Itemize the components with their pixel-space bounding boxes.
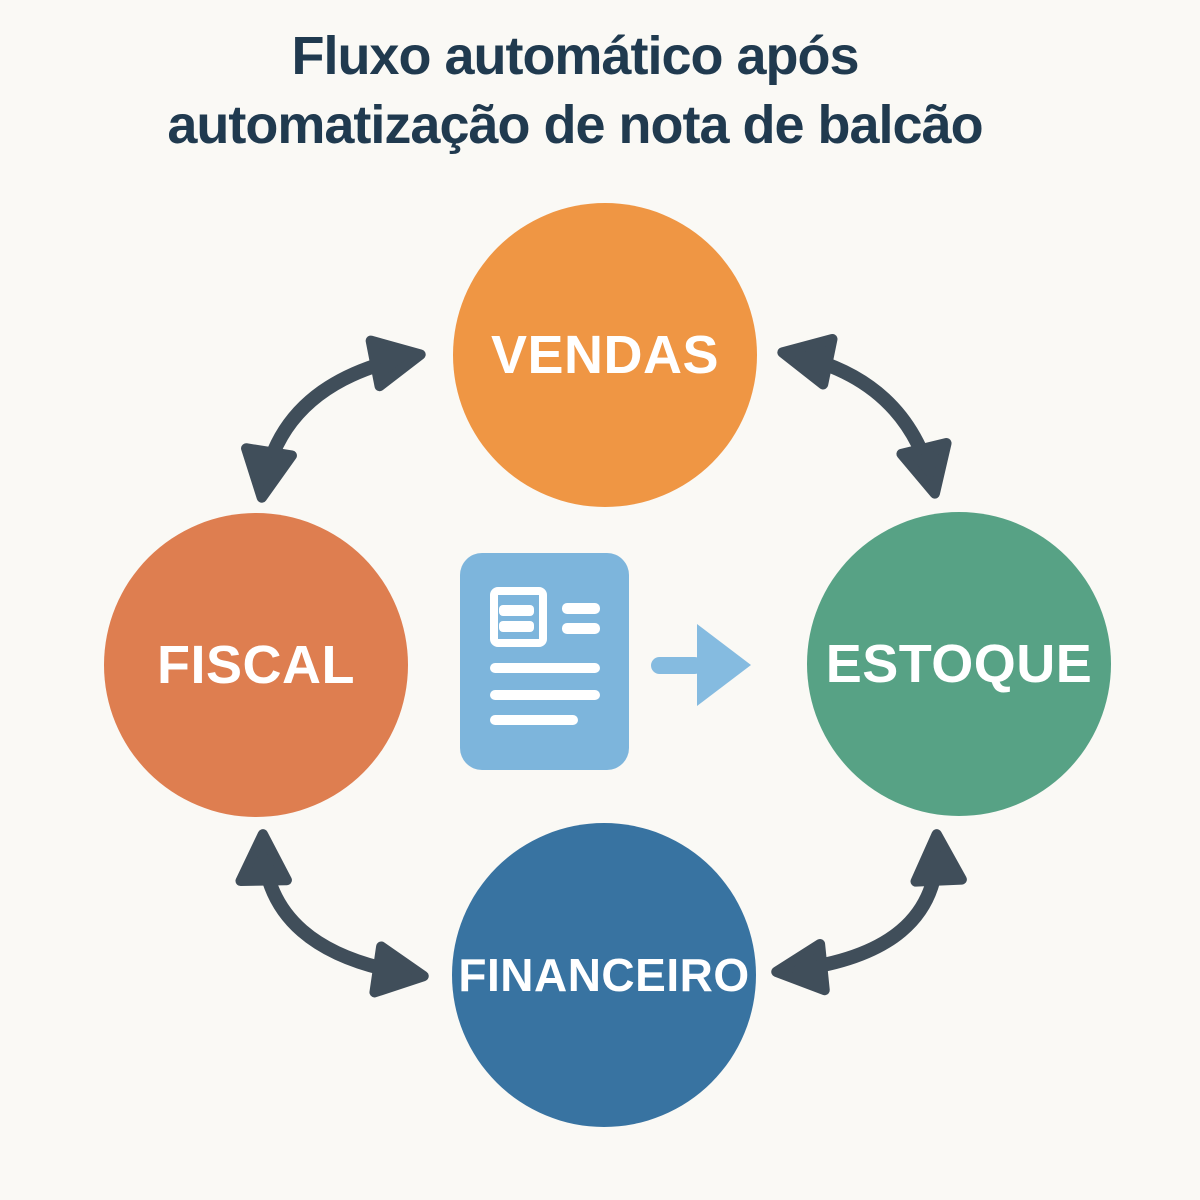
arrow-fiscal-financeiro (235, 829, 429, 998)
document-text-line (562, 623, 600, 634)
document-text-line (490, 690, 600, 700)
document-header-frame (490, 587, 547, 647)
document-header-line (499, 605, 534, 616)
node-financeiro-label: FINANCEIRO (458, 949, 750, 1001)
node-estoque: ESTOQUE (807, 512, 1111, 816)
document-header-line (499, 621, 534, 632)
title-line-1: Fluxo automático após (291, 26, 859, 86)
document-text-line (562, 603, 600, 614)
node-vendas-label: VENDAS (490, 325, 720, 385)
node-estoque-label: ESTOQUE (825, 634, 1093, 694)
node-fiscal-label: FISCAL (157, 635, 355, 695)
title-line-2: automatização de nota de balcão (167, 95, 983, 156)
arrow-estoque-financeiro (771, 829, 967, 996)
node-vendas: VENDAS (453, 203, 757, 507)
arrow-right-icon (651, 657, 703, 674)
document-text-line (490, 715, 578, 725)
arrow-right-icon-head (697, 624, 751, 706)
diagram-title: Fluxo automático após automatização de n… (0, 22, 1150, 160)
document-icon (460, 553, 629, 770)
arrow-fiscal-vendas (241, 335, 426, 503)
document-text-line (490, 663, 600, 673)
arrow-vendas-estoque (777, 333, 952, 499)
node-financeiro: FINANCEIRO (452, 823, 756, 1127)
node-fiscal: FISCAL (104, 513, 408, 817)
